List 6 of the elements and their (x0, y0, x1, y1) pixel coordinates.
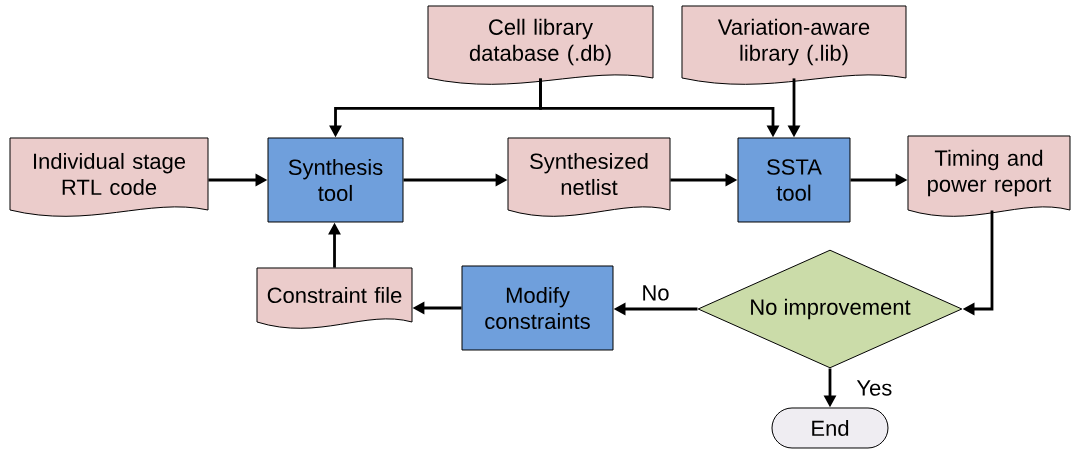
process-box: Modify constraints (461, 265, 614, 351)
terminator: End (771, 407, 889, 449)
process-box: Synthesis tool (267, 137, 404, 223)
edge-label: Yes (854, 378, 895, 398)
process-box: SSTA tool (737, 137, 851, 223)
edge-label: No (639, 283, 672, 303)
